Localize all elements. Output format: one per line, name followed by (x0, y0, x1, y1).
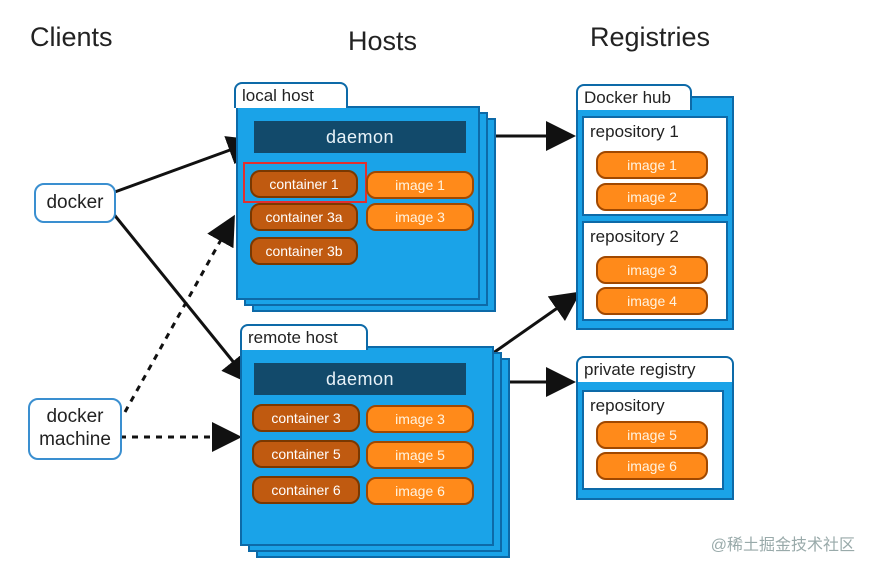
remote-image-6: image 6 (366, 477, 474, 505)
local-daemon: daemon (254, 121, 466, 153)
docker-to-local-arrow (111, 136, 258, 195)
remote-host-label: remote host (240, 324, 368, 350)
local-image-3: image 3 (366, 203, 474, 231)
hosts-header: Hosts (348, 26, 418, 56)
docker-to-remote-arrow (110, 211, 252, 385)
registries-header: Registries (590, 22, 711, 52)
local-container-3a: container 3a (250, 203, 358, 231)
local-container-1: container 1 (250, 170, 358, 198)
repository-1-label: repository 1 (590, 122, 679, 141)
docker-machine-client: docker machine (28, 398, 122, 460)
remote-image-5: image 5 (366, 441, 474, 469)
local-image-1: image 1 (366, 171, 474, 199)
private-repository-label: repository (590, 396, 665, 415)
remote-image-3: image 3 (366, 405, 474, 433)
docker-hub-label: Docker hub (576, 84, 692, 110)
hub-repo1-image-1: image 1 (596, 151, 708, 179)
hub-repo2-image-4: image 4 (596, 287, 708, 315)
repository-2-label: repository 2 (590, 227, 679, 246)
remote-container-3: container 3 (252, 404, 360, 432)
private-registry-label: private registry (576, 356, 734, 382)
clients-header: Clients (30, 22, 113, 52)
remote-daemon: daemon (254, 363, 466, 395)
machine-to-local-arrow (123, 214, 235, 413)
watermark-text: @稀土掘金技术社区 (710, 537, 855, 554)
local-container-3b: container 3b (250, 237, 358, 265)
remote-container-5: container 5 (252, 440, 360, 468)
local-host-label: local host (234, 82, 348, 108)
hub-repo2-image-3: image 3 (596, 256, 708, 284)
docker-client: docker (34, 183, 116, 223)
remote-container-6: container 6 (252, 476, 360, 504)
hub-repo1-image-2: image 2 (596, 183, 708, 211)
private-image-6: image 6 (596, 452, 708, 480)
private-image-5: image 5 (596, 421, 708, 449)
